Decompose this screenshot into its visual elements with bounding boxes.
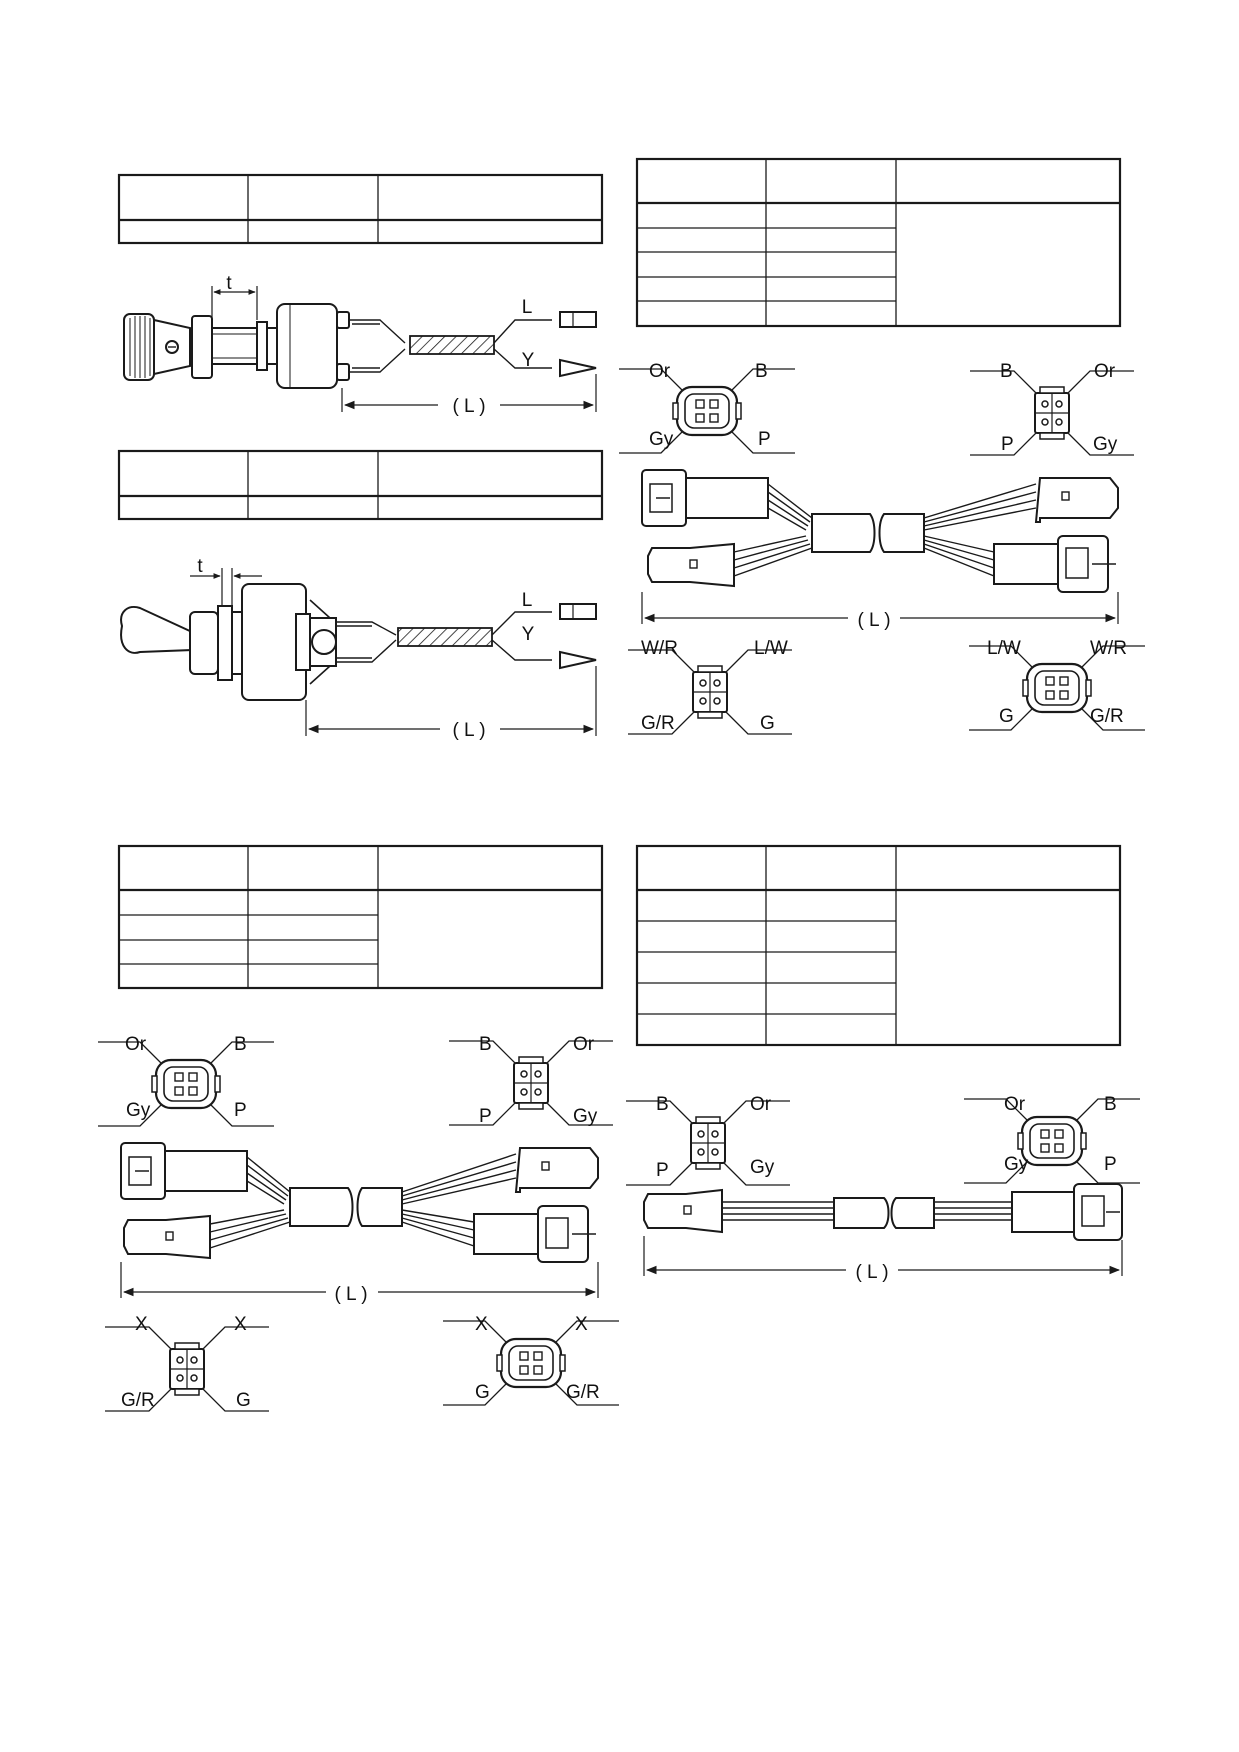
pin-label: P	[758, 429, 771, 450]
pin-label: P	[1001, 434, 1014, 455]
pin-label: B	[656, 1094, 669, 1115]
pin-label: X	[575, 1314, 588, 1335]
pin-label: P	[1104, 1154, 1117, 1175]
pin-label: Gy	[750, 1157, 775, 1178]
t-label: t	[226, 273, 232, 294]
wire-y-label: Y	[522, 624, 535, 645]
pin-label: Or	[125, 1034, 147, 1055]
spec-table-y-harness-top	[635, 157, 1122, 328]
pin-label: B	[479, 1034, 492, 1055]
pin-label: G/R	[121, 1390, 155, 1411]
pin-label: G	[999, 706, 1014, 727]
pin-label: G/R	[566, 1382, 600, 1403]
pin-label: Or	[573, 1034, 595, 1055]
pin-label: L/W	[754, 638, 788, 659]
y-harness-bottom-drawing	[97, 1040, 620, 1412]
pin-label: Or	[1004, 1094, 1026, 1115]
pin-label: P	[656, 1160, 669, 1181]
pin-label: G/R	[1090, 706, 1124, 727]
t-label: t	[197, 556, 203, 577]
pin-label: B	[1000, 361, 1013, 382]
pin-label: L/W	[987, 638, 1021, 659]
pin-label: X	[475, 1314, 488, 1335]
pin-label: X	[234, 1314, 247, 1335]
spec-table-toggle-switch	[117, 449, 604, 521]
pin-label: B	[755, 361, 768, 382]
pin-label: W/R	[641, 638, 678, 659]
pin-label: P	[479, 1106, 492, 1127]
pin-label: B	[1104, 1094, 1117, 1115]
spec-table-push-switch	[117, 173, 604, 245]
pin-label: Gy	[649, 429, 674, 450]
spec-table-y-harness-bottom	[117, 844, 604, 990]
pin-label: G	[236, 1390, 251, 1411]
wire-y-label: Y	[522, 350, 535, 371]
pin-label: G	[760, 713, 775, 734]
pin-label: W/R	[1090, 638, 1127, 659]
wire-l-label: L	[522, 297, 533, 318]
spec-table-straight-harness	[635, 844, 1122, 1047]
y-harness-top-drawing	[618, 368, 1146, 735]
wire-l-label: L	[522, 590, 533, 611]
push-switch-drawing	[123, 286, 597, 412]
length-label: ( L )	[452, 720, 485, 741]
length-label: ( L )	[855, 1262, 888, 1283]
pin-label: Gy	[573, 1106, 598, 1127]
pin-label: Gy	[1093, 434, 1118, 455]
pin-label: B	[234, 1034, 247, 1055]
pin-label: Gy	[126, 1100, 151, 1121]
pin-label: G/R	[641, 713, 675, 734]
pin-label: Or	[1094, 361, 1116, 382]
pin-label: G	[475, 1382, 490, 1403]
toggle-switch-drawing	[120, 568, 597, 736]
length-label: ( L )	[452, 396, 485, 417]
pin-label: Or	[649, 361, 671, 382]
length-label: ( L )	[334, 1284, 367, 1305]
pin-label: Or	[750, 1094, 772, 1115]
pin-label: Gy	[1004, 1154, 1029, 1175]
pin-label: P	[234, 1100, 247, 1121]
straight-harness-drawing	[625, 1098, 1141, 1276]
length-label: ( L )	[857, 610, 890, 631]
pin-label: X	[135, 1314, 148, 1335]
